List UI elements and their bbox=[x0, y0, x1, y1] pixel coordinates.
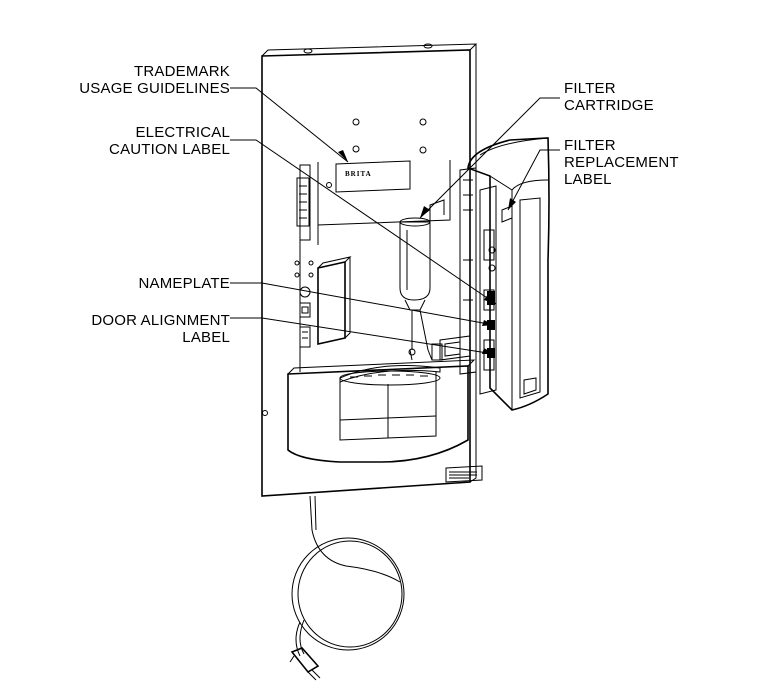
electrical-box bbox=[299, 256, 352, 348]
power-cord bbox=[289, 495, 405, 681]
callout-door-alignment-line1: DOOR ALIGNMENT bbox=[91, 312, 230, 329]
leader-arrowheads bbox=[338, 150, 516, 354]
front-door bbox=[467, 137, 550, 411]
callout-filter-replacement-line1: FILTER bbox=[564, 137, 616, 154]
callout-trademark-line1: TRADEMARK bbox=[134, 63, 230, 80]
callout-trademark-line2: USAGE GUIDELINES bbox=[79, 80, 230, 97]
callout-filter-cartridge-line1: FILTER bbox=[564, 80, 616, 97]
leader-lines bbox=[230, 87, 560, 355]
nameplate-on-panel bbox=[445, 465, 483, 483]
callout-nameplate-line1: NAMEPLATE bbox=[138, 275, 230, 292]
callout-filter-replacement-line3: LABEL bbox=[564, 171, 612, 188]
callout-electrical: ELECTRICAL CAUTION LABEL bbox=[109, 124, 230, 158]
brita-logo-text: BRITA bbox=[345, 170, 372, 178]
callout-nameplate: NAMEPLATE bbox=[138, 275, 230, 292]
callout-door-alignment-line2: LABEL bbox=[182, 329, 230, 346]
callout-electrical-line2: CAUTION LABEL bbox=[109, 141, 230, 158]
callout-door-alignment: DOOR ALIGNMENT LABEL bbox=[91, 312, 230, 346]
callout-trademark: TRADEMARK USAGE GUIDELINES bbox=[79, 63, 230, 97]
callout-filter-cartridge-line2: CARTRIDGE bbox=[564, 97, 654, 114]
inner-bracket bbox=[294, 118, 451, 372]
callout-filter-replacement: FILTER REPLACEMENT LABEL bbox=[564, 137, 679, 188]
callout-filter-replacement-line2: REPLACEMENT bbox=[564, 154, 679, 171]
callout-filter-cartridge: FILTER CARTRIDGE bbox=[564, 80, 654, 114]
housing-panel bbox=[261, 43, 478, 497]
callout-electrical-line1: ELECTRICAL bbox=[135, 124, 230, 141]
trademark-label: BRITA bbox=[335, 160, 411, 193]
filter-cartridge bbox=[399, 199, 445, 361]
basin-assembly bbox=[287, 359, 476, 463]
